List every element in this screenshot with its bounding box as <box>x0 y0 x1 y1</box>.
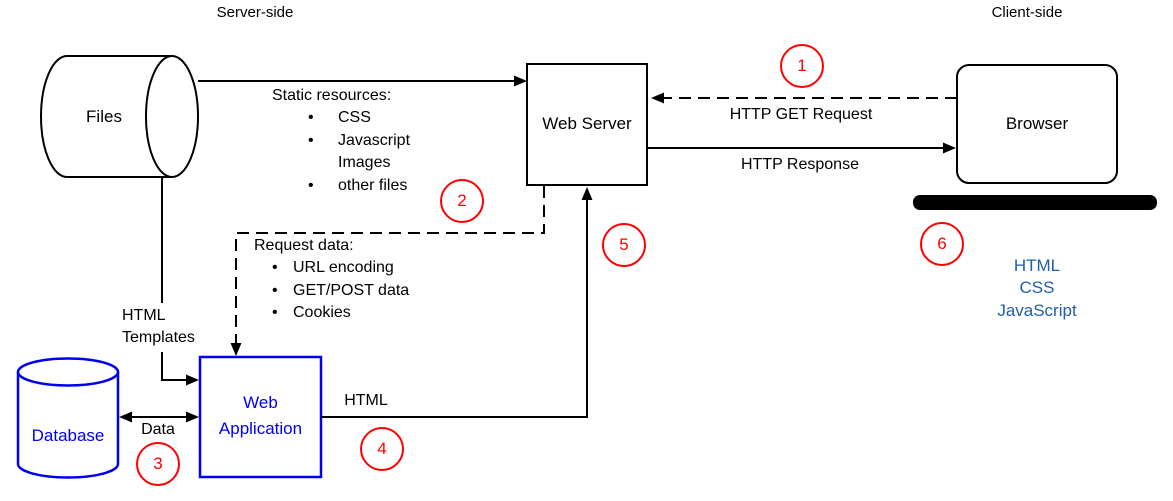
static-resources-arrow <box>198 75 527 87</box>
bullet-text: CSS <box>338 109 371 127</box>
request-data-item: • GET/POST data <box>254 280 409 302</box>
bullet-text: URL encoding <box>293 259 394 277</box>
files-label: Files <box>86 107 122 126</box>
client-stack-line: JavaScript <box>997 300 1077 320</box>
html-templates-arrow <box>161 177 199 386</box>
bullet-dot: • <box>308 109 314 127</box>
files-cylinder <box>40 55 199 178</box>
static-resources-item: • other files <box>272 175 410 197</box>
bullet-text: Cookies <box>293 304 351 322</box>
html-arrow <box>321 187 593 418</box>
bullet-dot: • <box>272 281 278 299</box>
server-side-title: Server-side <box>216 4 294 21</box>
bullet-dot: • <box>272 259 278 277</box>
static-resources-title: Static resources: <box>272 87 392 104</box>
static-resources-label: Static resources: • CSS • Javascript Image… <box>272 85 410 197</box>
request-data-item: • Cookies <box>254 302 409 324</box>
static-resources-item: Images <box>272 152 410 174</box>
browser-box <box>956 64 1118 184</box>
http-response-label: HTTP Response <box>741 156 859 173</box>
client-side-title: Client-side <box>991 4 1063 21</box>
data-label: Data <box>141 421 175 438</box>
request-data-title: Request data: <box>254 237 354 254</box>
client-stack-line: HTML <box>1013 256 1061 275</box>
html-templates-label: HTML Templates <box>116 303 201 352</box>
web-application-label-line1: Web <box>243 393 278 412</box>
step-circle-2: 2 <box>440 179 484 223</box>
web-server-box <box>526 63 648 186</box>
web-application-box <box>198 355 323 479</box>
bullet-dot: • <box>308 131 314 149</box>
web-application-label-line2: Application <box>218 419 303 438</box>
client-stack-label: HTML CSS JavaScript <box>947 255 1127 322</box>
browser-label: Browser <box>1005 114 1069 133</box>
step-circle-3: 3 <box>136 442 180 486</box>
web-application-label: Web Application <box>200 390 321 442</box>
bullet-dot: • <box>272 304 278 322</box>
bullet-text: GET/POST data <box>293 281 410 299</box>
http-response-arrow <box>647 142 956 154</box>
html-label: HTML <box>344 392 388 409</box>
step-circle-4: 4 <box>360 427 404 471</box>
step-circle-6: 6 <box>920 222 964 266</box>
http-get-request-label: HTTP GET Request <box>729 106 873 123</box>
laptop-base-bar <box>913 195 1157 210</box>
step-circle-5: 5 <box>602 223 646 267</box>
static-resources-item: • CSS <box>272 107 410 129</box>
request-data-label: Request data: • URL encoding • GET/POST da… <box>254 235 409 325</box>
html-templates-line2: Templates <box>122 329 195 347</box>
request-data-item: • URL encoding <box>254 257 409 279</box>
bullet-text: Images <box>338 154 391 172</box>
bullet-dot: • <box>308 176 314 194</box>
web-server-label: Web Server <box>542 114 632 133</box>
http-get-request-arrow <box>651 92 957 104</box>
step-circle-1: 1 <box>780 44 824 88</box>
static-resources-item: • Javascript <box>272 130 410 152</box>
html-templates-line1: HTML <box>122 307 166 324</box>
database-label: Database <box>31 426 105 445</box>
bullet-text: Javascript <box>338 131 411 149</box>
client-stack-line: CSS <box>1019 278 1055 298</box>
database-cylinder <box>16 357 120 479</box>
bullet-text: other files <box>338 176 408 194</box>
request-data-arrow <box>230 186 545 356</box>
data-arrow <box>119 411 199 423</box>
